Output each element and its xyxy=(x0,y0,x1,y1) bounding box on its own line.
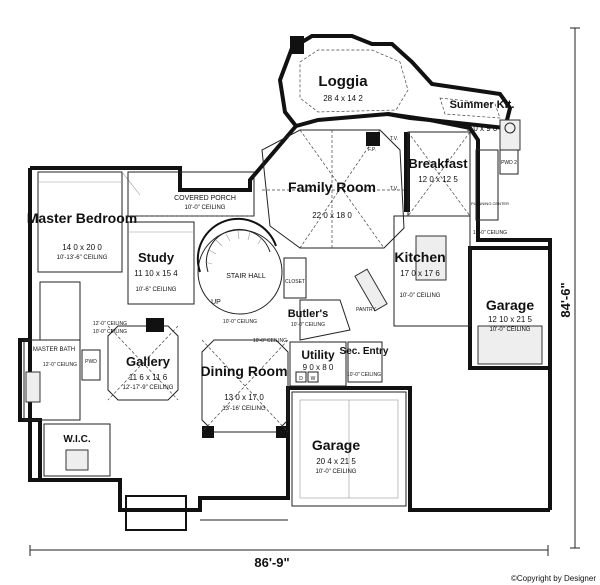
master-bedroom-area xyxy=(37,171,141,273)
breakfast-dim: 12 0 x 12 5 xyxy=(418,175,458,184)
front-entry xyxy=(125,495,288,531)
garage-main-name: Garage xyxy=(312,437,360,453)
dining-room-name: Dining Room xyxy=(200,363,287,379)
covered-porch-name: COVERED PORCH xyxy=(174,195,236,202)
breakfast-area xyxy=(407,131,471,217)
utility-dim: 9 0 x 8 0 xyxy=(303,363,334,372)
loggia-name: Loggia xyxy=(318,73,368,90)
sec-entry-name-text: Sec. Entry xyxy=(340,346,389,357)
pwd2-label: PWD 2 xyxy=(501,160,517,166)
width-dimension: 86'-9" xyxy=(254,555,289,570)
planning-center-label: PLANNING CENTER xyxy=(471,201,509,206)
butlers-name: Butler's xyxy=(288,308,329,320)
summer-kit-name: Summer Kit. xyxy=(450,99,515,111)
sec-entry-name: Sec. Entry xyxy=(340,346,389,357)
stair-hall-name: STAIR HALL xyxy=(226,273,266,280)
utility-area xyxy=(289,341,347,387)
master-bath-ceiling: 12'-0" CEILING xyxy=(43,362,77,368)
kitchen-name: Kitchen xyxy=(394,249,445,265)
washer-label: W xyxy=(311,376,316,382)
wic-name: W.I.C. xyxy=(63,434,90,445)
kitchen-ceiling: 10'-0" CEILING xyxy=(400,293,441,299)
copyright-text: ©Copyright by Designer xyxy=(511,574,596,583)
sec-entry-ceiling: 10'-0" CEILING xyxy=(347,372,381,378)
tv-label-1: T.V. xyxy=(390,136,398,142)
gallery-name: Gallery xyxy=(126,354,171,369)
summer-kit-dim: 9 0 x 9 0 xyxy=(467,124,498,133)
utility-name: Utility xyxy=(301,348,335,362)
study-name: Study xyxy=(138,250,175,265)
master-bedroom-name: Master Bedroom xyxy=(27,210,137,226)
exterior-walls xyxy=(18,112,552,512)
closet-label: CLOSET xyxy=(285,279,305,285)
family-room-area xyxy=(261,129,410,249)
kitchen-area xyxy=(354,215,471,327)
stair-up-label: UP xyxy=(211,299,221,306)
family-room-name-text: Family Room xyxy=(288,179,376,195)
butlers-ceiling: 10'-0" CEILING xyxy=(291,322,325,328)
loggia-area xyxy=(277,34,513,131)
breakfast-name: Breakfast xyxy=(408,156,468,171)
sec-hall-ceiling: 10'-0" CEILING xyxy=(253,338,287,344)
garage-right-name: Garage xyxy=(486,297,534,313)
garage-right-ceiling: 10'-0" CEILING xyxy=(490,327,531,333)
master-bath-area xyxy=(23,281,101,421)
study-dim: 11 10 x 15 4 xyxy=(134,269,178,278)
master-bedroom-dim: 14 0 x 20 0 xyxy=(62,243,102,252)
pwd-label: PWD xyxy=(85,359,97,365)
stair-hall-area xyxy=(196,217,283,315)
dining-room-ceiling: 13'-16' CEILING xyxy=(222,406,266,412)
tv-label-2: T.V. xyxy=(390,186,398,192)
dining-room-area xyxy=(201,339,289,438)
garage-right-dim: 12 10 x 21 5 xyxy=(488,315,533,324)
hall-ceiling: 10'-0" CEILING xyxy=(223,319,257,325)
master-bedroom-ceiling: 10'-13'-6" CEILING xyxy=(57,255,108,261)
butlers-area xyxy=(283,257,351,341)
dimension-lines xyxy=(29,27,580,556)
garage-main-ceiling: 10'-0" CEILING xyxy=(316,469,357,475)
dining-room-name-text: Dining Room xyxy=(200,363,287,379)
fp-label: F.P. xyxy=(368,147,376,153)
sec-entry-area xyxy=(347,341,383,383)
garage-main-area xyxy=(291,391,407,507)
kitchen-dim: 17 0 x 17 6 xyxy=(400,269,440,278)
master-bedroom-name-text: Master Bedroom xyxy=(27,210,137,226)
study-hall-ceiling: 10'-0" CEILING xyxy=(93,329,127,335)
kitchen-hall-ceiling: 10'-0" CEILING xyxy=(473,230,507,236)
study-area xyxy=(127,221,195,305)
gallery-area xyxy=(107,318,179,401)
gallery-ceiling: 12'-17'-9" CEILING xyxy=(123,385,174,391)
garage-main-dim: 20 4 x 21 5 xyxy=(316,457,356,466)
summer-kitchen-area xyxy=(499,119,521,151)
study-ceiling: 10'-6" CEILING xyxy=(136,287,177,293)
pantry-label: PANTRY xyxy=(356,307,376,313)
loggia-dim: 28 4 x 14 2 xyxy=(323,94,363,103)
master-bath-name: MASTER BATH xyxy=(33,347,75,353)
covered-porch-ceiling: 10'-0" CEILING xyxy=(185,205,226,211)
covered-porch-area xyxy=(127,171,255,217)
depth-dimension: 84'-6" xyxy=(558,282,573,317)
dining-room-dim: 13 0 x 17 0 xyxy=(224,393,264,402)
wic-area xyxy=(43,423,111,477)
gallery-dim: 11 6 x 11 6 xyxy=(129,373,168,382)
family-room-dim: 22 0 x 18 0 xyxy=(312,211,352,220)
dryer-label: D xyxy=(299,376,303,382)
bedroom-hall-ceiling: 12'-0" CEILING xyxy=(93,321,127,327)
planning-center-area xyxy=(475,149,519,221)
family-room-name: Family Room xyxy=(288,179,376,195)
